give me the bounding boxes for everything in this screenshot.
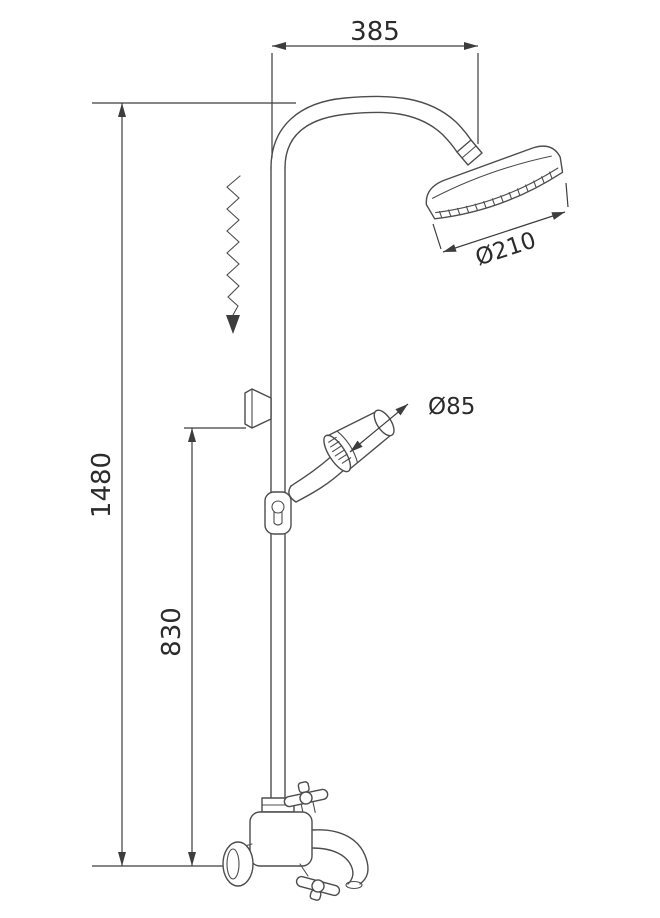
mixer-body <box>249 811 313 867</box>
zigzag-arrowhead <box>226 315 240 334</box>
slide-direction-zigzag-arrow <box>226 175 241 334</box>
keyhole-slot <box>273 511 283 526</box>
handle-center-boss <box>311 879 325 893</box>
gooseneck-arm <box>270 95 483 169</box>
head-top-edge <box>327 411 376 437</box>
handle-stem-right <box>312 801 316 813</box>
head-bottom-edge <box>349 435 391 470</box>
arrowhead-top <box>188 428 196 442</box>
keyhole-circle <box>271 500 285 514</box>
spout <box>311 829 369 890</box>
arrowhead-left <box>272 42 286 50</box>
flange-disc-inner <box>226 848 240 880</box>
handle-upper-edge <box>290 454 334 487</box>
overhead-head-body <box>425 145 564 220</box>
hand-shower-head <box>323 409 395 473</box>
cross-handle-top <box>283 781 329 816</box>
spout-opening <box>345 880 363 890</box>
overhead-shower-head <box>425 145 564 220</box>
arrowhead-right <box>464 42 478 50</box>
dimension-handshower-diameter: Ø85 <box>349 394 475 453</box>
zigzag-line <box>226 175 241 316</box>
dim-line-dia210 <box>442 211 566 253</box>
extension-tick-left <box>432 223 442 250</box>
spout-upper-curve <box>311 829 369 885</box>
dim-label-handshower-diameter: Ø85 <box>428 394 475 420</box>
dimension-lower-height: 830 <box>157 427 246 866</box>
handle-end-cap <box>288 485 297 503</box>
flange-disc <box>222 841 254 887</box>
dimension-top-width: 385 <box>271 17 479 158</box>
riser-pipe <box>270 167 286 799</box>
arrowhead-right <box>395 404 408 416</box>
dim-label-overhead-diameter: Ø210 <box>472 227 539 271</box>
wall-flange <box>222 841 254 887</box>
arrowhead-left <box>443 244 457 252</box>
slider-clamp <box>264 491 292 535</box>
arrowhead-top <box>118 103 126 117</box>
overhead-nozzle-hatching <box>438 171 553 219</box>
arrowhead-bottom <box>188 852 196 866</box>
hand-shower-nozzle-hatching <box>328 436 352 464</box>
arrowhead-bottom <box>118 852 126 866</box>
handle-stem <box>299 863 309 877</box>
mixer-faucet <box>222 781 369 901</box>
hand-shower <box>288 409 395 503</box>
slider-holder-bracket <box>244 388 272 429</box>
head-back-cap <box>373 409 395 437</box>
handle-top-nub <box>297 781 310 794</box>
handle-lower-edge <box>295 467 347 503</box>
head-band-seam <box>336 430 359 464</box>
handle-center-boss <box>299 791 313 805</box>
dim-label-lower-height: 830 <box>157 607 187 657</box>
arrowhead-right <box>551 212 565 220</box>
gooseneck-outer-curve <box>270 95 472 169</box>
bracket-cone <box>244 388 272 429</box>
gooseneck-inner-curve <box>284 111 458 169</box>
extension-tick-right <box>565 182 569 208</box>
dim-label-total-height: 1480 <box>87 452 117 518</box>
handle-parts <box>295 875 341 901</box>
collar-seam <box>461 145 477 159</box>
overhead-head-cap-seam <box>432 155 552 199</box>
dimension-total-height: 1480 <box>87 102 296 867</box>
spout-lower-curve <box>311 847 354 885</box>
arrowhead-left <box>350 440 363 452</box>
overhead-faceplate-rim <box>435 167 559 214</box>
dim-label-top-width: 385 <box>350 17 400 47</box>
cross-handle-bottom <box>295 863 341 901</box>
